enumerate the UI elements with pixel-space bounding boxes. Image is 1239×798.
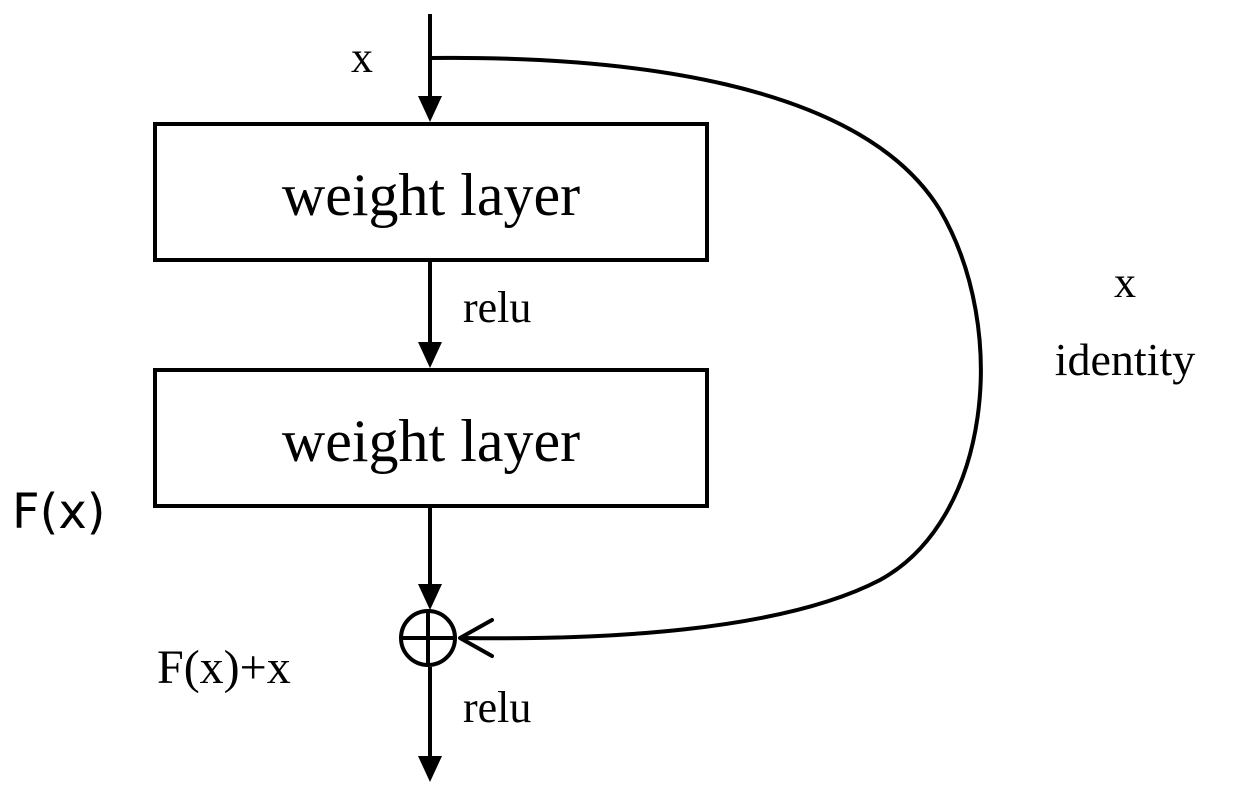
output-arrow <box>418 667 442 782</box>
residual-arrow <box>418 508 442 610</box>
weight-layer-1: weight layer <box>153 122 709 262</box>
identity-shortcut-curve <box>429 55 983 641</box>
sum-label: F(x)+x <box>157 641 291 694</box>
relu-arrow-1 <box>418 262 442 368</box>
relu-label-1: relu <box>463 283 531 332</box>
input-label: x <box>351 33 373 82</box>
identity-label: identity <box>1055 334 1196 385</box>
weight-layer-2: weight layer <box>153 368 709 508</box>
shortcut-x-label: x <box>1114 258 1136 307</box>
identity-arrowhead <box>458 618 494 658</box>
fx-label: F(x) <box>12 484 105 540</box>
identity-shortcut <box>429 55 983 658</box>
weight-layer-1-label: weight layer <box>282 162 580 228</box>
sum-node <box>399 609 457 667</box>
relu-label-2: relu <box>463 683 531 732</box>
weight-layer-1-box <box>153 122 709 262</box>
weight-layer-2-label: weight layer <box>282 408 580 474</box>
weight-layer-2-box <box>153 368 709 508</box>
input-arrow <box>418 14 442 122</box>
